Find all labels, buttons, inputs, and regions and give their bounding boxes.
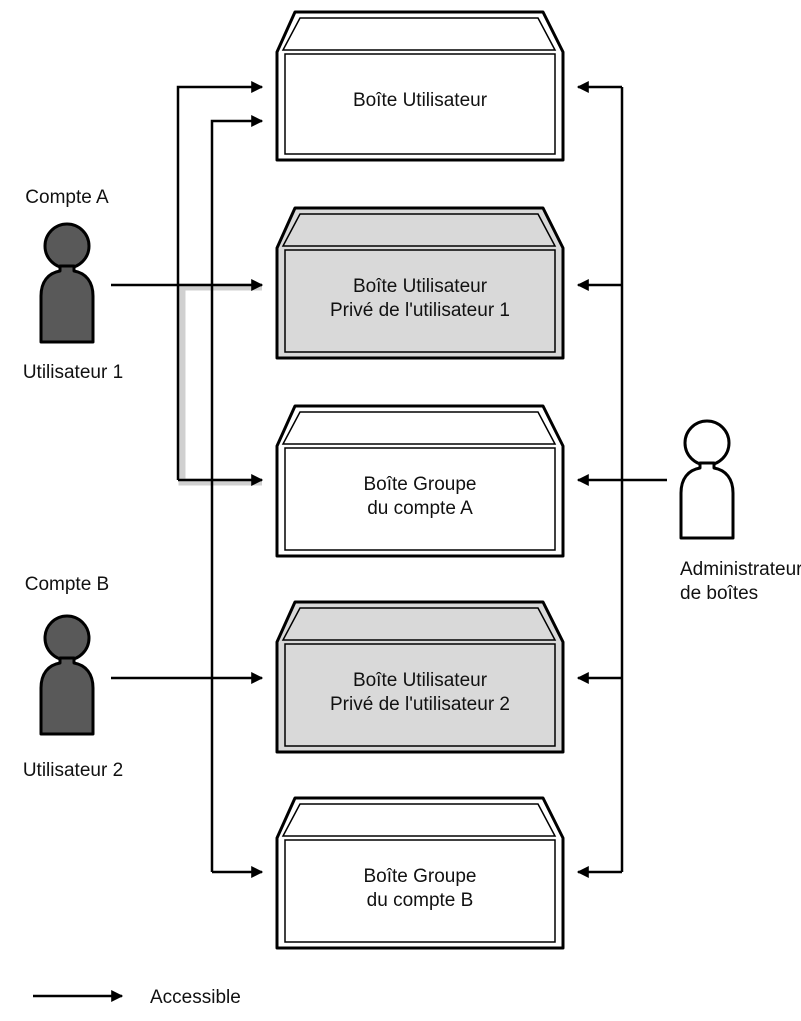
mailbox-label: du compte B bbox=[367, 890, 474, 911]
mailbox-group-a: Boîte Groupe du compte A bbox=[275, 404, 565, 558]
user1-icon bbox=[39, 222, 95, 344]
mailbox-label: Boîte Utilisateur bbox=[353, 276, 488, 297]
mailbox-private-user1: Boîte Utilisateur Privé de l'utilisateur… bbox=[275, 206, 565, 360]
admin-label-line2: de boîtes bbox=[680, 583, 758, 604]
admin-label-line1: Administrateur bbox=[680, 559, 801, 580]
account-b-label: Compte B bbox=[25, 574, 109, 595]
mailbox-label: du compte A bbox=[367, 498, 473, 519]
mailbox-label: Boîte Groupe bbox=[363, 866, 476, 887]
legend-label: Accessible bbox=[150, 987, 241, 1008]
user2-label: Utilisateur 2 bbox=[23, 760, 123, 781]
mailbox-label: Boîte Utilisateur bbox=[353, 90, 488, 111]
account-a-label: Compte A bbox=[25, 187, 109, 208]
admin-icon bbox=[679, 419, 735, 540]
arrow-user2-userbox bbox=[210, 115, 264, 872]
user1-label: Utilisateur 1 bbox=[23, 362, 123, 383]
user2-icon bbox=[39, 614, 95, 736]
mailbox-label: Privé de l'utilisateur 2 bbox=[330, 694, 510, 715]
mailbox-label: Boîte Groupe bbox=[363, 474, 476, 495]
arrow-user1-userbox bbox=[176, 81, 264, 480]
mailbox-private-user2: Boîte Utilisateur Privé de l'utilisateur… bbox=[275, 600, 565, 754]
mailbox-label: Boîte Utilisateur bbox=[353, 670, 488, 691]
group-access-path bbox=[178, 283, 262, 486]
mailbox-user: Boîte Utilisateur bbox=[275, 10, 565, 162]
mailbox-group-b: Boîte Groupe du compte B bbox=[275, 796, 565, 950]
mailbox-label: Privé de l'utilisateur 1 bbox=[330, 300, 510, 321]
